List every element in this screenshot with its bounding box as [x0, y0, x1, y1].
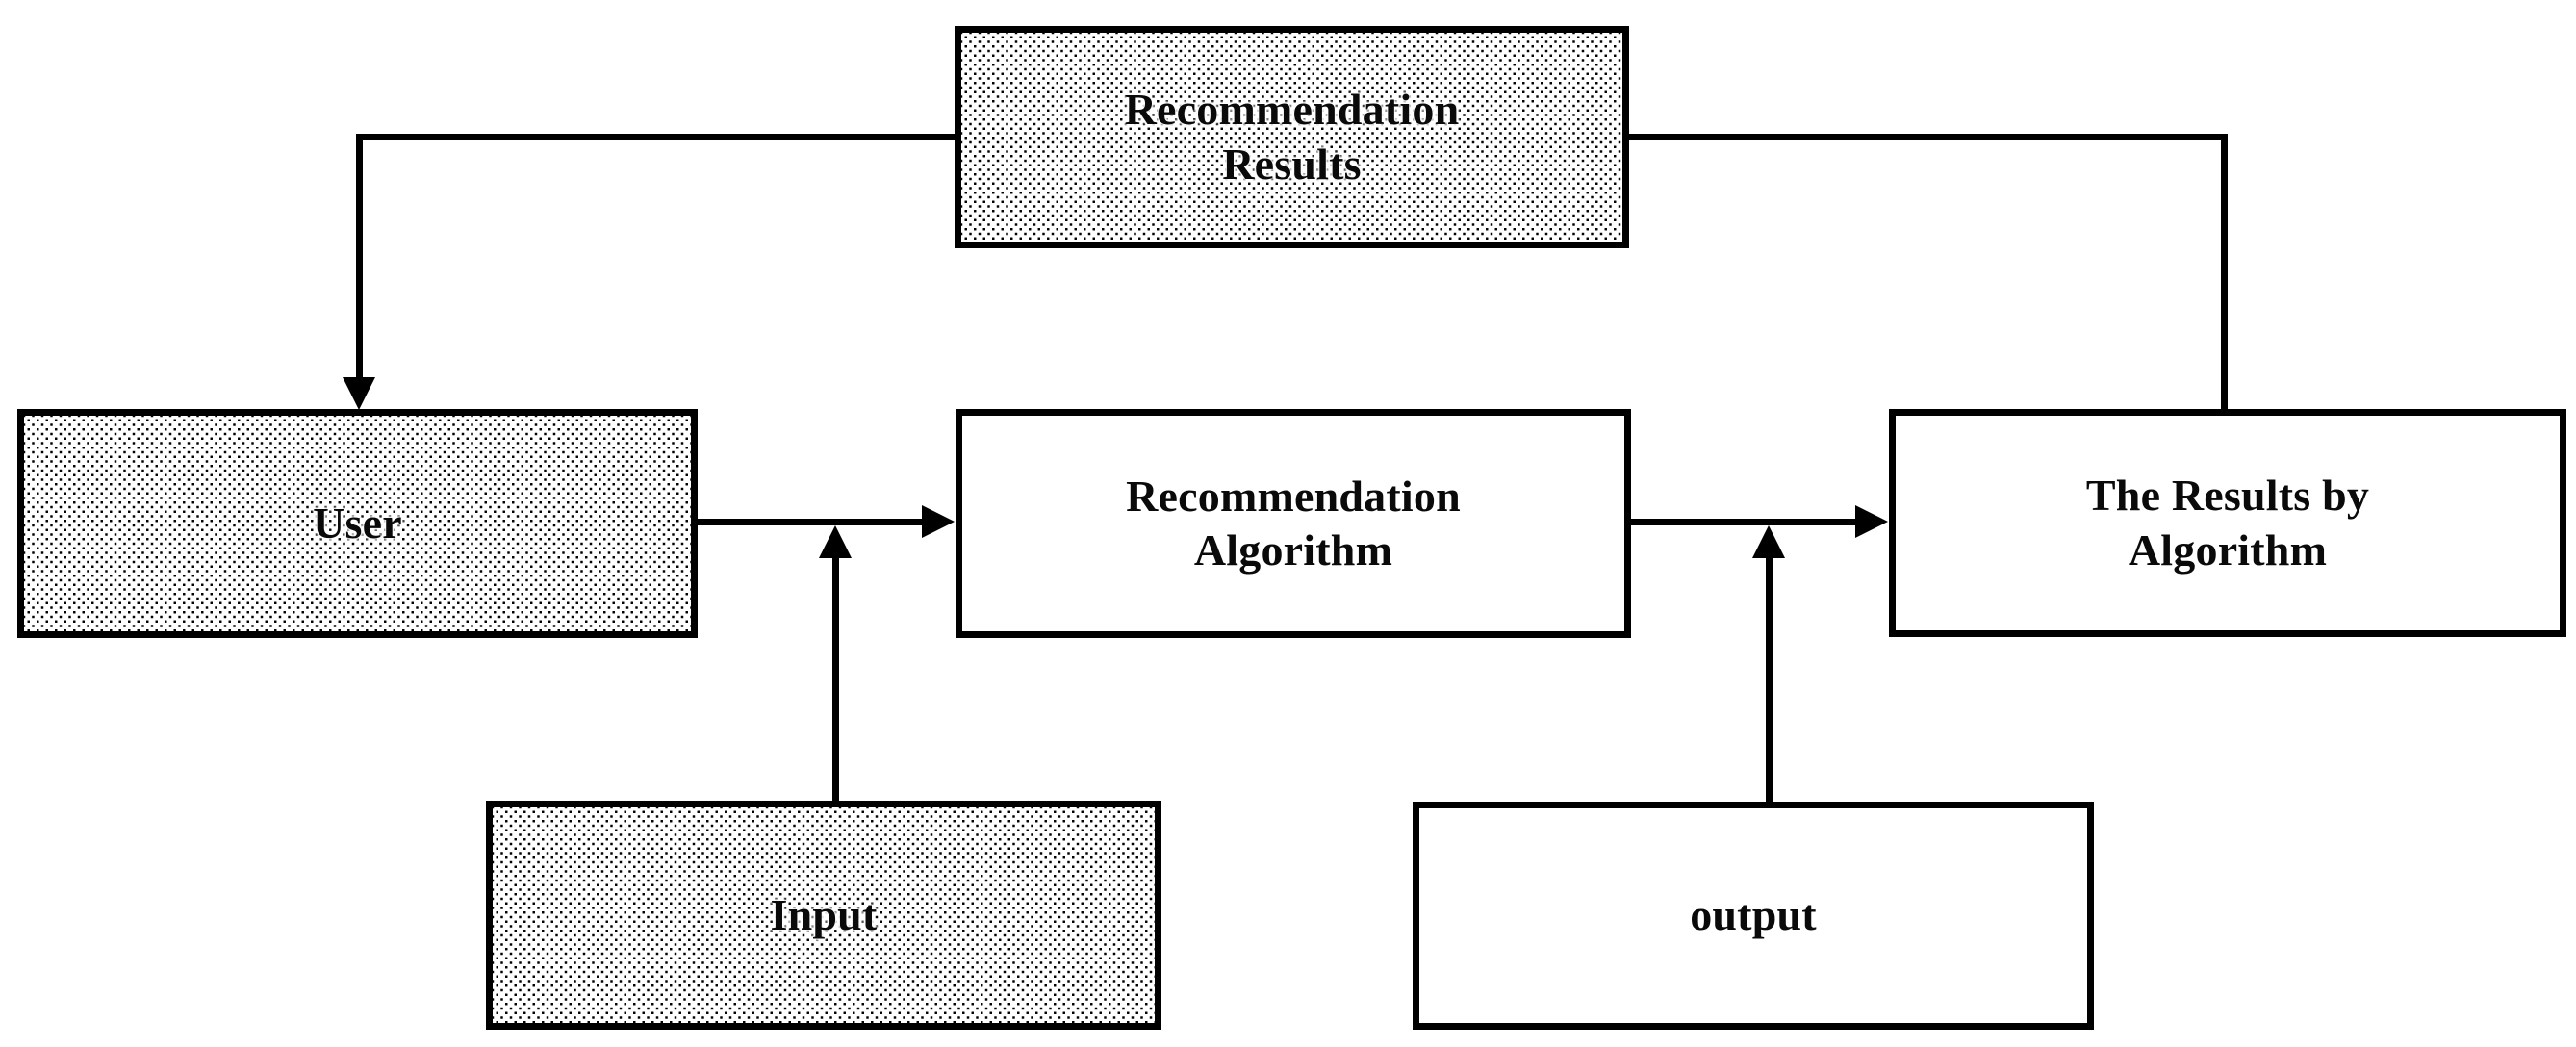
- arrowhead-results-to-user: [343, 377, 375, 410]
- node-recommendation-results[interactable]: Recommendation Results: [955, 26, 1629, 248]
- node-label-recommendation-algorithm: Recommendation Algorithm: [1126, 471, 1461, 575]
- connector-results-to-algorithm-results-line: [2221, 134, 2228, 413]
- arrowhead-algorithm-to-results: [1855, 505, 1888, 538]
- connector-user-to-algorithm-line: [695, 519, 926, 525]
- node-label-input: Input: [770, 889, 878, 939]
- connector-results-to-user-line: [356, 134, 363, 377]
- arrowhead-user-to-algorithm: [922, 505, 955, 538]
- connector-output-to-link-line: [1766, 558, 1773, 804]
- node-recommendation-algorithm[interactable]: Recommendation Algorithm: [956, 409, 1631, 638]
- node-input[interactable]: Input: [486, 801, 1161, 1030]
- node-label-recommendation-results: Recommendation Results: [1124, 85, 1460, 189]
- arrowhead-input-to-link: [819, 525, 852, 558]
- node-label-output: output: [1690, 890, 1817, 940]
- node-user[interactable]: User: [17, 409, 698, 638]
- connector-algorithm-to-results-line: [1628, 519, 1859, 525]
- node-the-results-by-algorithm[interactable]: The Results by Algorithm: [1889, 409, 2566, 637]
- node-label-user: User: [313, 498, 402, 548]
- node-label-the-results-by-algorithm: The Results by Algorithm: [2085, 471, 2370, 575]
- node-output[interactable]: output: [1413, 802, 2094, 1030]
- arrowhead-output-to-link: [1752, 525, 1785, 558]
- connector-input-to-link-line: [832, 558, 839, 804]
